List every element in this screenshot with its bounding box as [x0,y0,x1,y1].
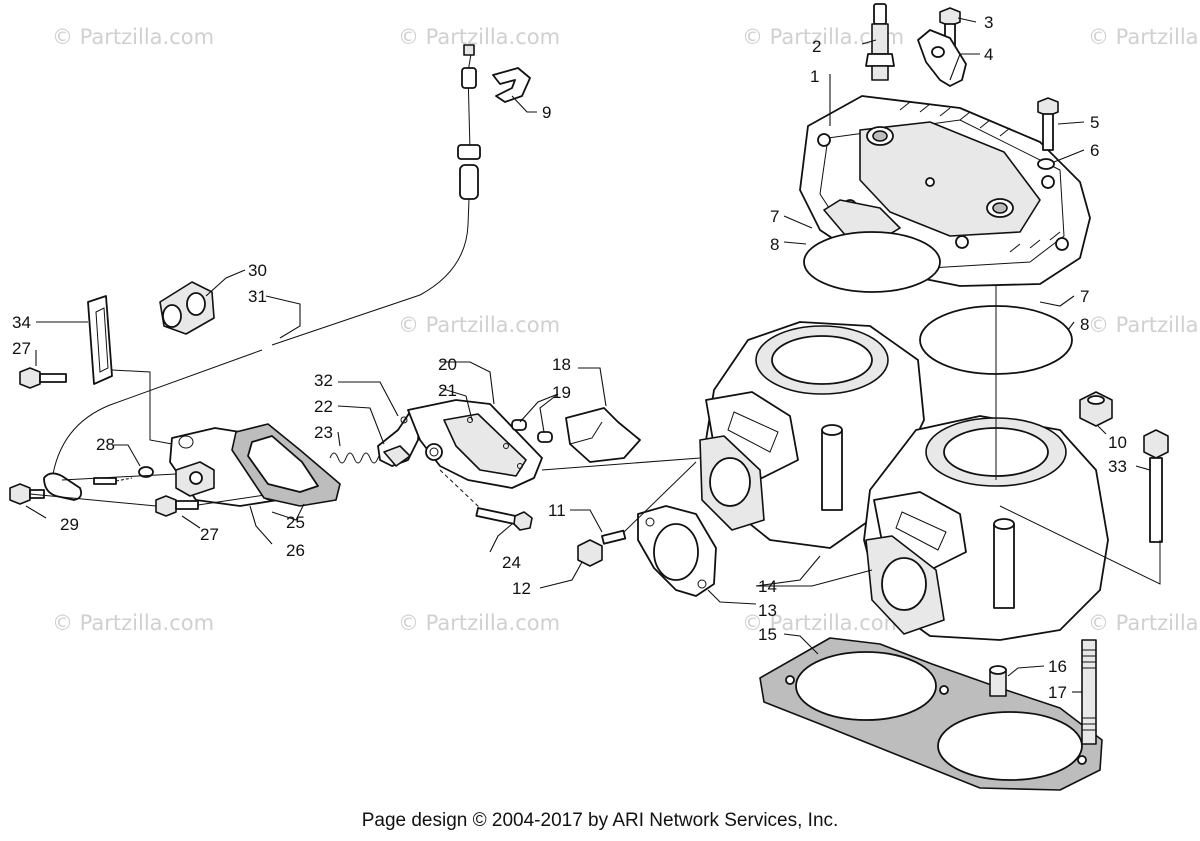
stud-17 [1081,639,1097,745]
valve-slide [565,407,641,463]
part-number-6: 6 [1090,141,1099,160]
leader-lines [25,17,1151,693]
throttle-lever [377,411,421,467]
part-number-34: 34 [12,313,31,332]
part-number-27: 27 [12,339,31,358]
part-number-1: 1 [810,67,819,86]
part-number-28: 28 [96,435,115,454]
lifting-bracket [917,29,967,87]
part-number-18: 18 [552,355,571,374]
part-number-27b: 27 [200,525,219,544]
valve-housing [407,399,701,489]
throttle-cable [43,44,481,501]
part-number-labels: 1 2 3 4 5 6 7 8 7 8 9 10 11 12 13 14 15 … [12,13,1127,702]
bolt-lower-left [9,483,45,505]
spark-plug [865,3,895,81]
watermark: © Partzilla.com [1088,611,1200,635]
part-number-17: 17 [1048,683,1067,702]
part-number-30: 30 [248,261,267,280]
part-number-13: 13 [758,601,777,620]
part-number-7b: 7 [1080,287,1089,306]
watermark: © Partzilla.com [398,25,560,49]
cylinder-bolt [1143,429,1169,543]
part-number-23: 23 [314,423,333,442]
washer [138,466,154,478]
watermark: © Partzilla.com [52,25,214,49]
part-number-15: 15 [758,625,777,644]
part-number-31: 31 [248,287,267,306]
part-number-33: 33 [1108,457,1127,476]
cylinder-front [863,415,1109,641]
part-number-4: 4 [984,45,993,64]
dowel-pin [537,431,553,443]
screw-small [93,477,133,485]
washer-6 [1037,158,1055,170]
exhaust-gasket [637,505,717,597]
watermark: © Partzilla.com [1088,313,1200,337]
part-number-21: 21 [438,381,457,400]
part-number-16: 16 [1048,657,1067,676]
bolt-head-3 [939,7,961,49]
cylinder-nut [1079,391,1113,427]
part-number-9: 9 [542,103,551,122]
watermark: © Partzilla.com [1088,25,1200,49]
part-number-20: 20 [438,355,457,374]
part-number-5: 5 [1090,113,1099,132]
bolt-long [439,469,533,531]
part-number-29: 29 [60,515,79,534]
watermark: © Partzilla.com [52,611,214,635]
part-number-3: 3 [984,13,993,32]
watermark: © Partzilla.com [742,611,904,635]
part-number-10: 10 [1108,433,1127,452]
base-gasket [759,637,1103,791]
part-number-14: 14 [758,577,777,596]
watermark: © Partzilla.com [398,313,560,337]
head-bolt [1037,97,1059,151]
part-number-8b: 8 [1080,315,1089,334]
flange-nut [577,539,603,567]
watermark: © Partzilla.com [398,611,560,635]
part-number-2: 2 [812,37,821,56]
o-ring-upper [803,231,941,293]
part-number-7: 7 [770,207,779,226]
spring [329,452,387,464]
part-number-25: 25 [286,513,305,532]
part-number-32: 32 [314,371,333,390]
part-number-24: 24 [502,553,521,572]
part-number-22: 22 [314,397,333,416]
cable-housing-plate [29,427,283,507]
stud-11 [601,529,627,545]
dowel-pin [511,419,527,431]
part-number-19: 19 [552,383,571,402]
cable-clip [492,67,531,103]
grommet [159,281,215,335]
part-number-26: 26 [286,541,305,560]
page-footer: Page design © 2004-2017 by ARI Network S… [361,810,839,831]
cable-bracket [87,295,173,445]
intake-gasket [231,423,341,507]
part-number-8: 8 [770,235,779,254]
watermark-layer: © Partzilla.com © Partzilla.com © Partzi… [52,25,1200,635]
dowel-16 [989,665,1007,697]
part-number-11: 11 [548,501,566,520]
bolt-left [19,367,67,389]
part-number-12: 12 [512,579,531,598]
bolt-27-lower [155,495,199,517]
